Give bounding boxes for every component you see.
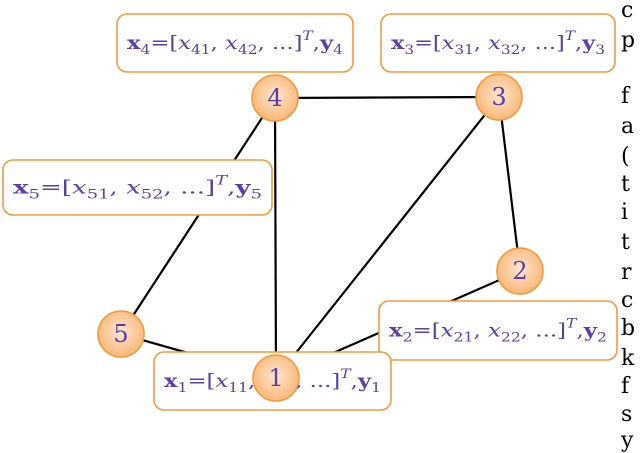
graph-node-5: 5 — [97, 310, 145, 358]
feature-label-text: x1=[x11, x12, ...]T,y1 — [164, 367, 381, 396]
side-text-fragment: p — [621, 28, 636, 53]
side-text-fragment: y — [621, 428, 634, 453]
graph-node-4: 4 — [251, 74, 299, 122]
side-text-fragment: i — [621, 200, 629, 225]
side-text-fragment: c — [621, 288, 634, 313]
node-circle — [252, 354, 300, 402]
node-circle — [251, 74, 299, 122]
side-text-fragment: k — [621, 346, 635, 371]
nodes: 1 2 3 4 5 — [97, 73, 544, 402]
edge-4-3 — [274, 95, 500, 100]
side-text-fragment: t — [621, 172, 630, 197]
side-text-fragment: ( — [621, 144, 630, 169]
feature-label-box — [380, 13, 616, 73]
node-label: 5 — [113, 320, 128, 348]
side-text-fragment: a — [621, 114, 635, 139]
edge-5-4 — [120, 97, 276, 335]
graph-node-1: 1 — [252, 354, 300, 402]
node-circle — [475, 73, 523, 121]
side-text-fragment: f — [621, 374, 630, 399]
edge-3-1 — [275, 96, 500, 379]
side-text-fragment: t — [621, 230, 630, 255]
edge-4-1 — [273, 97, 278, 379]
feature-label-box — [116, 13, 354, 73]
node-label: 1 — [268, 364, 283, 392]
side-text-fragment: r — [621, 260, 632, 285]
graph-node-3: 3 — [475, 73, 523, 121]
feature-label-box — [2, 159, 273, 216]
node-label: 4 — [267, 84, 282, 112]
side-text-fragment: c — [621, 0, 634, 23]
node-label: 3 — [491, 83, 506, 111]
side-text-fragment: s — [621, 402, 633, 427]
node-circle — [496, 247, 544, 295]
node-circle — [97, 310, 145, 358]
graph-node-2: 2 — [496, 247, 544, 295]
side-text-fragment: b — [621, 316, 636, 341]
node-label: 2 — [512, 257, 527, 285]
edge-3-2 — [497, 96, 522, 272]
side-text-fragment: f — [621, 84, 630, 109]
feature-label-box — [378, 300, 618, 361]
